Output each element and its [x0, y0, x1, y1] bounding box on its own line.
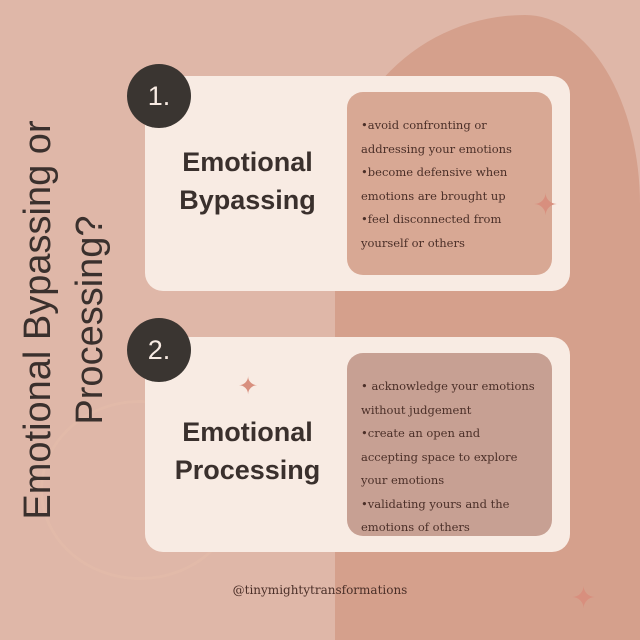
bullet: •create an open and accepting space to e… — [361, 426, 518, 487]
sparkle-icon: ✦ — [571, 582, 597, 615]
bullet: • acknowledge your emotions without judg… — [361, 379, 535, 417]
heading-line: Processing — [174, 455, 321, 485]
bypassing-bullets: •avoid confronting or addressing your em… — [347, 92, 552, 275]
bullet: •avoid confronting or addressing your em… — [361, 118, 512, 156]
processing-bullets: • acknowledge your emotions without judg… — [347, 353, 552, 536]
title-line-1: Emotional Bypassing or — [17, 120, 59, 520]
bullet: •validating yours and the emotions of ot… — [361, 496, 510, 535]
bullet: •become defensive when emotions are brou… — [361, 165, 508, 203]
sparkle-icon: ✦ — [533, 189, 559, 222]
number-badge-2: 2. — [127, 318, 191, 382]
sparkle-icon: ✦ — [238, 373, 259, 400]
heading-line: Bypassing — [179, 185, 316, 215]
bullet: •feel disconnected from yourself or othe… — [361, 212, 502, 250]
vertical-title: Emotional Bypassing or Processing? — [0, 0, 130, 640]
number-badge-1: 1. — [127, 64, 191, 128]
title-line-2: Processing? — [69, 215, 111, 425]
heading-line: Emotional — [182, 147, 313, 177]
heading-line: Emotional — [182, 417, 313, 447]
social-handle: @tinymightytransformations — [232, 583, 408, 597]
